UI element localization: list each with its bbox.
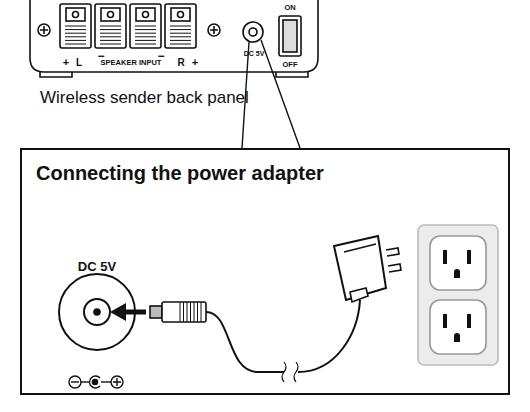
panel-label: OFF [283, 61, 298, 69]
cable-break [282, 362, 298, 382]
panel-foot [40, 72, 308, 77]
caption: Wireless sender back panel [40, 88, 249, 108]
insert-arrow [110, 303, 146, 321]
box-heading: Connecting the power adapter [36, 162, 508, 185]
power-adapter [334, 236, 401, 302]
panel-label: DC 5V [78, 260, 116, 273]
panel-label: L [76, 58, 82, 68]
panel-label: − [157, 50, 164, 62]
wall-outlet [418, 225, 498, 365]
panel-label: ON [284, 4, 295, 12]
panel-label: + [192, 57, 198, 68]
panel-label: SPEAKER INPUT [101, 59, 162, 67]
inset-box: Connecting the power adapter [20, 148, 510, 395]
speaker-terminals [60, 4, 196, 48]
dc-jack [243, 22, 263, 42]
power-switch [279, 16, 301, 56]
screw [38, 24, 220, 36]
panel-label: R [177, 58, 184, 68]
panel-label: DC 5V [244, 50, 265, 57]
zoom-line [242, 40, 300, 148]
cable [206, 300, 360, 372]
panel-body [30, 0, 318, 72]
jack-enlarged [59, 274, 135, 350]
plug [150, 302, 206, 322]
polarity-symbol [69, 376, 123, 388]
panel-label: + [63, 57, 69, 68]
